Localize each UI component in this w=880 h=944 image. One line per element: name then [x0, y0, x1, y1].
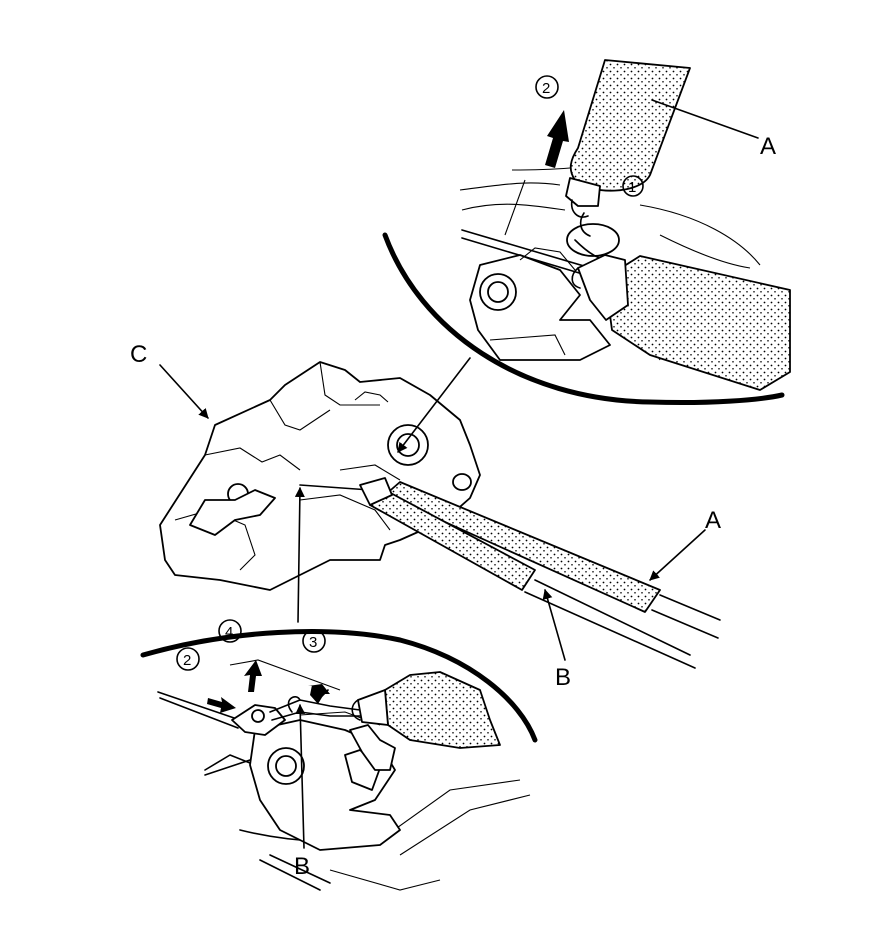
label-b-mid: B — [555, 664, 571, 691]
step-4-bottom: 4 — [225, 624, 233, 641]
cable-housing-bottom — [384, 671, 501, 749]
cable-b-housing-top — [604, 255, 791, 391]
door-lock-assembly: C A B — [130, 341, 721, 691]
cable-a-housing — [384, 481, 661, 613]
step-2-bottom: 2 — [183, 652, 191, 669]
cable-a-housing-top — [569, 59, 691, 192]
label-c: C — [130, 341, 147, 368]
step-1-top: 1 — [628, 179, 636, 196]
top-detail-view: A 2 1 — [382, 59, 791, 406]
step-3-bottom: 3 — [309, 634, 317, 651]
label-a-mid: A — [705, 507, 721, 534]
bottom-detail-view: 4 3 2 B — [140, 619, 538, 891]
label-b-bottom: B — [294, 853, 310, 880]
step-2-top: 2 — [542, 80, 550, 97]
label-a-top: A — [760, 133, 776, 160]
